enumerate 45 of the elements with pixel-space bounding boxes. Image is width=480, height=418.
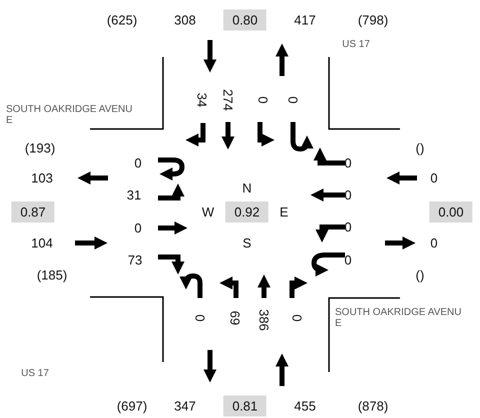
volume-count: 0: [290, 314, 304, 322]
volume-count: (697): [116, 400, 148, 412]
volume-count: 104: [31, 236, 53, 250]
volume-count: 0: [256, 96, 270, 104]
road-name: US 17: [342, 40, 370, 50]
volume-count: (878): [358, 400, 388, 412]
volume-count: (185): [36, 268, 68, 282]
volume-count: 274: [222, 89, 234, 111]
peak-hour-factor: 0.92: [225, 202, 269, 222]
volume-count: 103: [31, 172, 53, 184]
compass-letter: S: [242, 236, 252, 250]
road-name: SOUTH OAKRIDGE AVENUE: [335, 307, 463, 329]
road-name: US 17: [21, 369, 49, 379]
volume-count: 455: [294, 400, 316, 412]
compass-letter: E: [280, 206, 288, 218]
volume-count: 0: [344, 220, 352, 234]
volume-count: 0: [344, 156, 352, 170]
volume-count: 31: [126, 188, 142, 202]
peak-hour-factor: 0.87: [11, 202, 55, 222]
volume-count: (625): [106, 14, 138, 26]
compass-letter: N: [242, 182, 252, 194]
compass-letter: W: [202, 206, 214, 218]
peak-hour-factor: 0.00: [429, 202, 473, 222]
volume-count: (): [416, 142, 424, 154]
volume-count: 308: [174, 14, 196, 26]
volume-count: (): [416, 268, 424, 282]
volume-count: 0: [134, 156, 142, 170]
volume-count: 0: [430, 236, 438, 250]
peak-hour-factor: 0.80: [223, 10, 267, 30]
volume-count: 0: [194, 314, 206, 322]
volume-count: 0: [134, 222, 142, 234]
volume-count: 69: [228, 310, 242, 326]
volume-count: 417: [294, 14, 316, 26]
volume-count: 0: [344, 188, 352, 202]
volume-count: 386: [258, 309, 270, 331]
road-name: SOUTH OAKRIDGE AVENUE: [6, 104, 134, 126]
volume-count: 347: [174, 400, 196, 412]
volume-count: (798): [358, 14, 388, 26]
volume-count: 0: [430, 172, 438, 184]
peak-hour-factor: 0.81: [223, 396, 267, 416]
volume-count: (193): [24, 142, 56, 154]
volume-count: 34: [196, 92, 208, 108]
volume-count: 0: [286, 96, 300, 104]
volume-count: 73: [128, 254, 142, 266]
volume-count: 0: [344, 254, 352, 266]
